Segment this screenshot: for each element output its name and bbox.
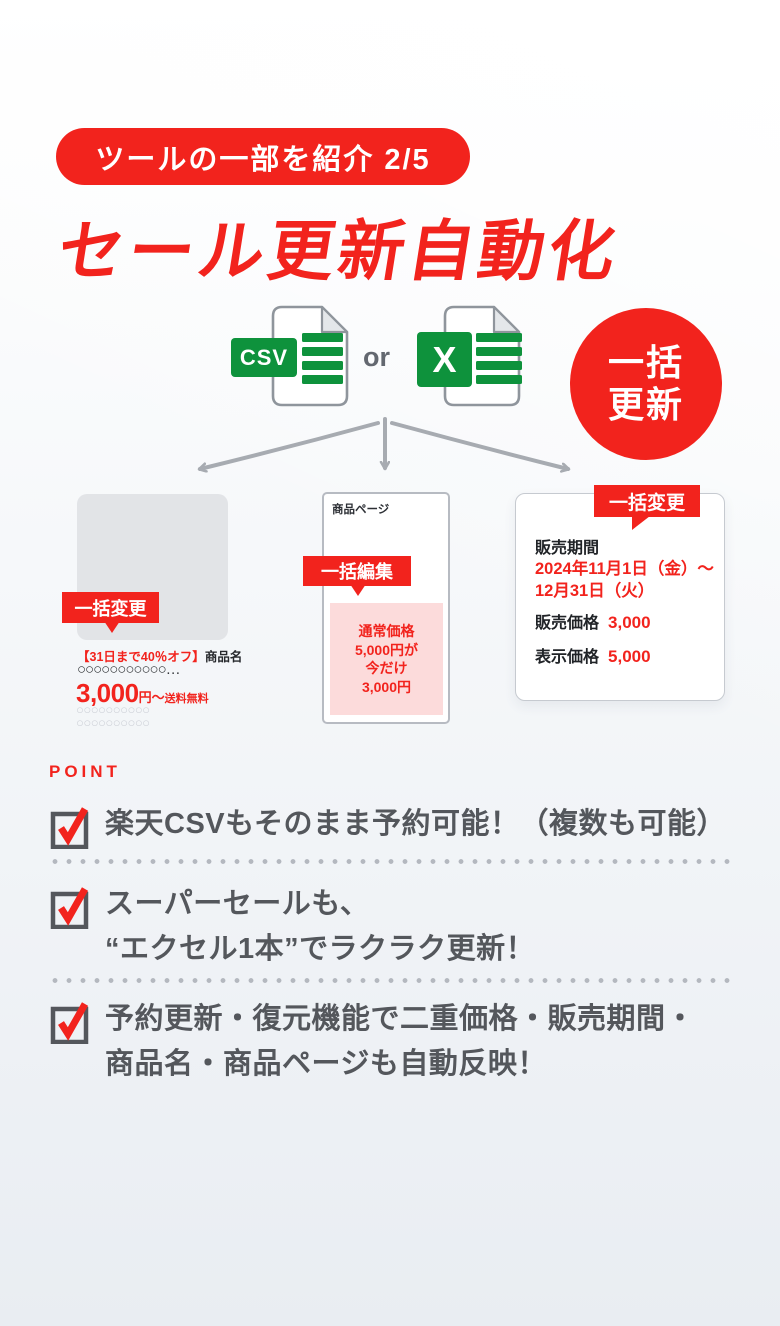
product-name-highlight: 【31日まで40％オフ】 [77, 650, 205, 664]
csv-row-bar [302, 333, 343, 342]
dotted-divider [48, 978, 733, 983]
product-page-title: 商品ページ [332, 504, 390, 516]
checkbox-check-icon [50, 1002, 89, 1044]
sale-price-label: 販売価格 [535, 615, 600, 632]
or-label: or [363, 342, 390, 372]
bulk-edit-badge: 一括編集 [303, 556, 411, 596]
checkbox-check-icon [50, 807, 89, 849]
point-heading: POINT [49, 762, 121, 781]
display-price-label: 表示価格 [535, 649, 600, 666]
sale-period-value-1: 2024年11月1日（金）〜 [535, 560, 714, 578]
product-name-text: 商品名 [204, 650, 243, 664]
point-item-text: 予約更新・復元機能で二重価格・販売期間・ 商品名・商品ページも自動反映！ [105, 1003, 696, 1080]
intro-badge-label: ツールの一部を紹介 2/5 [95, 143, 431, 176]
badge-tail [632, 516, 650, 530]
product-description-placeholder: ○○○○○○○○○○ ○○○○○○○○○○ [76, 702, 150, 730]
bulk-change-badge-left: 一括変更 [62, 592, 159, 633]
excel-badge-label: X [432, 338, 457, 380]
intro-badge: ツールの一部を紹介 2/5 [56, 128, 470, 185]
sale-period-value-2: 12月31日（火） [535, 582, 655, 600]
csv-row-bar [302, 375, 343, 384]
excel-row-bar [476, 333, 522, 342]
excel-row-bar [476, 347, 522, 356]
bulk-update-line2: 更新 [607, 384, 684, 425]
promo-line: 通常価格 [358, 623, 415, 639]
sale-settings-card [515, 493, 725, 701]
promo-line: 5,000円が [354, 641, 419, 658]
price-unit: 円〜 [138, 690, 165, 705]
checkbox-check-icon [50, 887, 89, 929]
product-name-placeholder: ○○○○○○○○○○○… [77, 661, 181, 678]
promo-line: 3,000円 [361, 678, 412, 695]
bulk-change-badge-left-label: 一括変更 [74, 598, 147, 619]
point-item-2: スーパーセールも、 “エクセル1本”でラクラク更新！ [49, 882, 535, 972]
product-name: 【31日まで40％オフ】商品名 [77, 646, 242, 665]
product-price: 3,000 円〜 送料無料 [76, 678, 209, 709]
point-item-text: 楽天CSVもそのまま予約可能！（複数も可能） [105, 808, 727, 840]
point-item-text: スーパーセールも、 “エクセル1本”でラクラク更新！ [105, 888, 536, 965]
bulk-change-badge-right-label: 一括変更 [608, 492, 685, 514]
sale-period-label: 販売期間 [535, 540, 600, 557]
csv-badge-label: CSV [239, 344, 289, 370]
display-price-row: 表示価格 5,000 [535, 643, 651, 667]
page-title: セール更新自動化 [52, 214, 625, 288]
sale-price-row: 販売価格 3,000 [535, 609, 651, 633]
promo-price-box: 通常価格 5,000円が 今だけ 3,000円 [330, 603, 443, 715]
bulk-edit-badge-label: 一括編集 [321, 562, 393, 582]
badge-tail [350, 584, 366, 596]
csv-badge: CSV [231, 338, 297, 377]
excel-row-bar [476, 375, 522, 384]
point-item-3: 予約更新・復元機能で二重価格・販売期間・ 商品名・商品ページも自動反映！ [49, 997, 695, 1087]
sale-price-value: 3,000 [608, 613, 651, 632]
bulk-update-circle-badge: 一括 更新 [570, 308, 722, 460]
excel-row-bar [476, 361, 522, 370]
bulk-update-line1: 一括 [607, 342, 684, 384]
display-price-value: 5,000 [608, 647, 651, 666]
dotted-divider [48, 859, 733, 864]
csv-row-bar [302, 347, 343, 356]
price-number: 3,000 [76, 678, 139, 708]
free-shipping-note: 送料無料 [164, 693, 209, 705]
promo-line: 今だけ [365, 660, 408, 676]
badge-tail [104, 621, 120, 633]
point-item-1: 楽天CSVもそのまま予約可能！（複数も可能） [49, 802, 726, 849]
csv-row-bar [302, 361, 343, 370]
excel-badge: X [417, 332, 472, 387]
bulk-change-badge-right: 一括変更 [594, 485, 700, 530]
